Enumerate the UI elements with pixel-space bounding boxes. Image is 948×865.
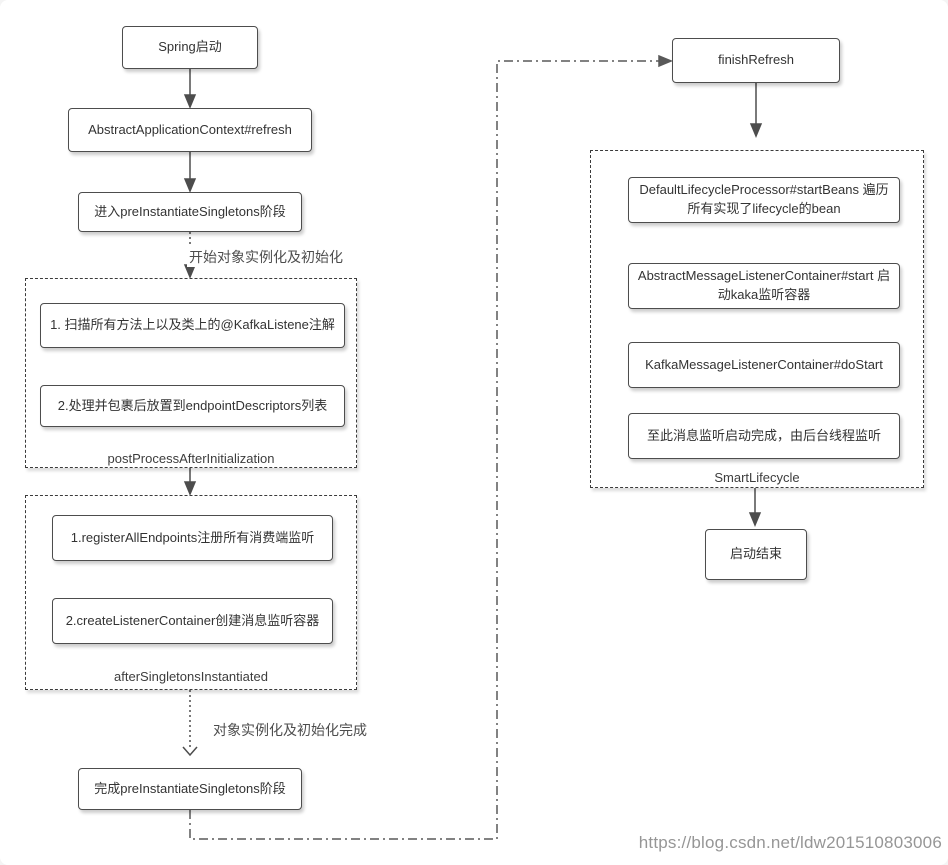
node-spring-start-label: Spring启动 <box>158 39 222 55</box>
node-kafka-message-listener-container-dostart: KafkaMessageListenerContainer#doStart <box>628 342 900 388</box>
node-dostart-label: KafkaMessageListenerContainer#doStart <box>645 356 883 372</box>
group-label-after-singletons: afterSingletonsInstantiated <box>114 669 268 684</box>
group-label-post-process: postProcessAfterInitialization <box>107 451 275 466</box>
node-default-lifecycle-processor-startbeans: DefaultLifecycleProcessor#startBeans 遍历所… <box>628 177 900 223</box>
node-container-start-label: AbstractMessageListenerContainer#start 启… <box>637 268 891 302</box>
node-enter-preinstantiate-label: 进入preInstantiateSingletons阶段 <box>94 203 286 219</box>
node-abstract-application-context-refresh: AbstractApplicationContext#refresh <box>68 108 312 152</box>
group-label-smart-lifecycle: SmartLifecycle <box>714 470 800 485</box>
node-abstract-refresh-label: AbstractApplicationContext#refresh <box>88 121 292 137</box>
node-start-end-label: 启动结束 <box>729 546 782 562</box>
node-scan-kafkalistener-annotations: 1. 扫描所有方法上以及类上的@KafkaListene注解 <box>40 303 345 348</box>
node-wrap-label: 2.处理并包裹后放置到endpointDescriptors列表 <box>57 397 328 413</box>
node-create-container-label: 2.createListenerContainer创建消息监听容器 <box>65 612 320 628</box>
node-startbeans-label: DefaultLifecycleProcessor#startBeans 遍历所… <box>639 182 889 216</box>
node-complete-preinstantiate-singletons: 完成preInstantiateSingletons阶段 <box>78 768 302 810</box>
node-register-label: 1.registerAllEndpoints注册所有消费端监听 <box>70 529 315 545</box>
open-chevron-arrowhead <box>182 746 198 757</box>
node-spring-start: Spring启动 <box>122 26 258 69</box>
node-complete-preinstantiate-label: 完成preInstantiateSingletons阶段 <box>94 780 286 796</box>
node-listening-started-background-thread: 至此消息监听启动完成，由后台线程监听 <box>628 413 900 459</box>
node-scan-label: 1. 扫描所有方法上以及类上的@KafkaListene注解 <box>50 317 335 333</box>
node-register-all-endpoints: 1.registerAllEndpoints注册所有消费端监听 <box>52 515 333 561</box>
node-finish-refresh-label: finishRefresh <box>718 52 794 68</box>
node-wrap-endpoint-descriptors: 2.处理并包裹后放置到endpointDescriptors列表 <box>40 385 345 427</box>
edge-label-start-initialization: 开始对象实例化及初始化 <box>187 247 345 267</box>
node-listening-started-label: 至此消息监听启动完成，由后台线程监听 <box>646 427 881 443</box>
node-enter-preinstantiate-singletons: 进入preInstantiateSingletons阶段 <box>78 192 302 232</box>
node-finish-refresh: finishRefresh <box>672 38 840 83</box>
node-start-end: 启动结束 <box>705 529 807 580</box>
edge-label-initialization-done: 对象实例化及初始化完成 <box>211 720 369 740</box>
node-create-listener-container: 2.createListenerContainer创建消息监听容器 <box>52 598 333 644</box>
csdn-watermark-url: https://blog.csdn.net/ldw201510803006 <box>638 833 942 852</box>
node-abstract-message-listener-container-start: AbstractMessageListenerContainer#start 启… <box>628 263 900 309</box>
